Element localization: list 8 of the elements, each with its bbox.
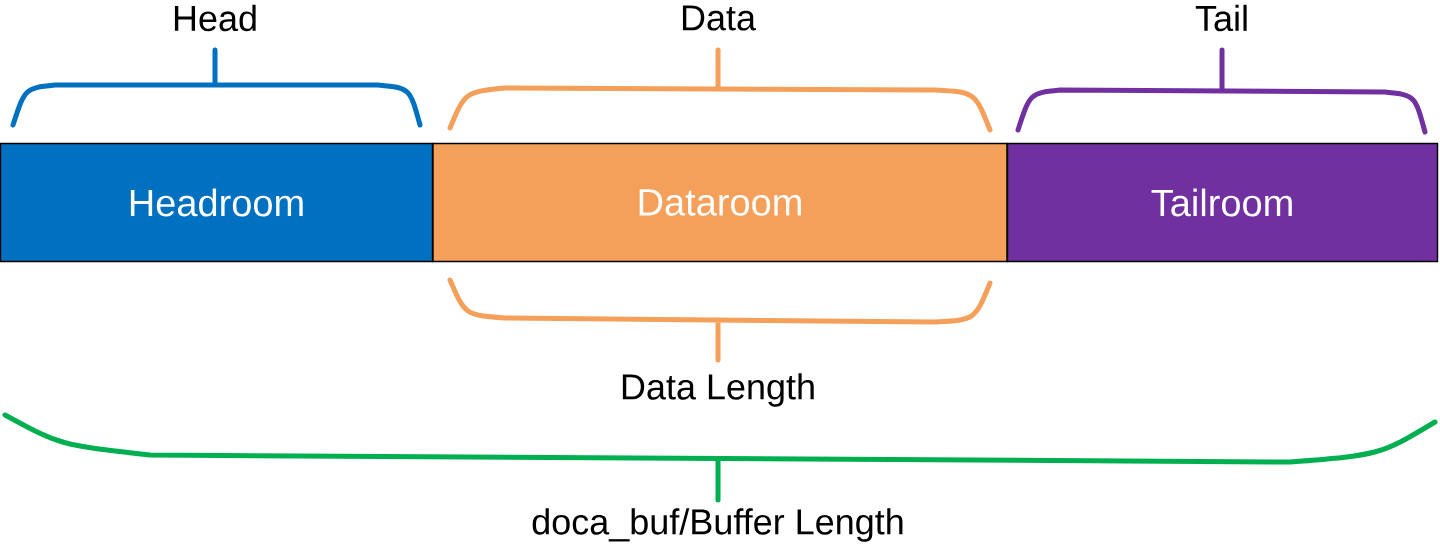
buffer-segment-box: Headroom	[0, 142, 434, 263]
bracket-label: doca_buf/Buffer Length	[532, 508, 903, 542]
buffer-segment-box: Dataroom	[432, 142, 1008, 263]
bracket-label: Head	[174, 4, 256, 32]
bracket-label: Data Length	[622, 373, 814, 407]
bracket-label: Data	[682, 5, 756, 31]
buffer-segment-box: Tailroom	[1006, 142, 1439, 263]
bracket-label: Tail	[1195, 4, 1247, 32]
